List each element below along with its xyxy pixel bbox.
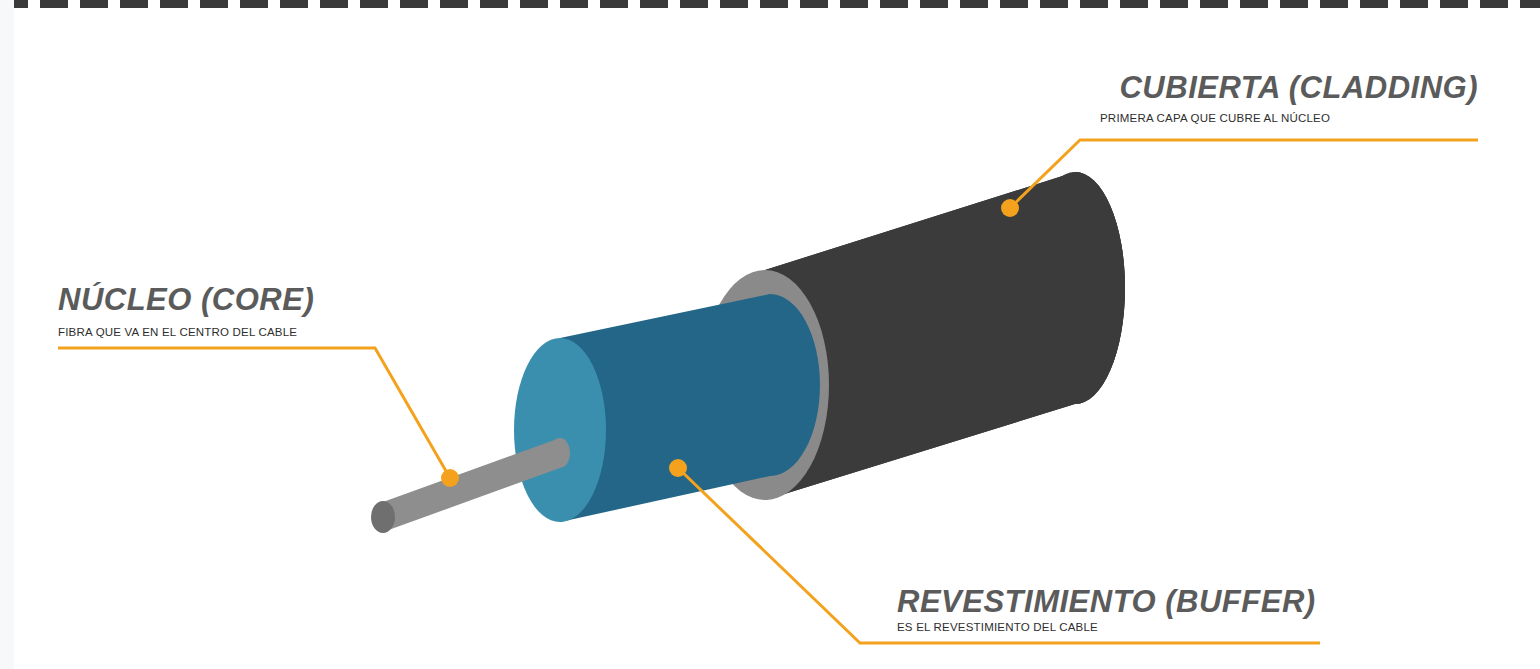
cladding-leader: [1010, 140, 1478, 208]
part-description: FIBRA QUE VA EN EL CENTRO DEL CABLE: [58, 326, 297, 338]
cladding-dot: [1001, 199, 1019, 217]
core-leader: [58, 348, 450, 478]
top-strip: [0, 0, 1540, 9]
part-name: NÚCLEO (CORE): [58, 282, 314, 318]
core-end: [371, 501, 395, 533]
part-description: ES EL REVESTIMIENTO DEL CABLE: [897, 621, 1098, 633]
core-body: [383, 438, 560, 532]
leader-dots: [441, 199, 1019, 487]
part-description: PRIMERA CAPA QUE CUBRE AL NÚCLEO: [1100, 112, 1330, 124]
left-strip: [0, 0, 14, 669]
buffer-face: [514, 338, 606, 522]
part-name: CUBIERTA (CLADDING): [1119, 70, 1478, 106]
buffer-leader: [678, 468, 1320, 643]
core-base: [550, 438, 570, 468]
leader-lines: [58, 140, 1478, 643]
core-dot: [441, 469, 459, 487]
part-name: REVESTIMIENTO (BUFFER): [897, 584, 1316, 620]
buffer-dot: [669, 459, 687, 477]
